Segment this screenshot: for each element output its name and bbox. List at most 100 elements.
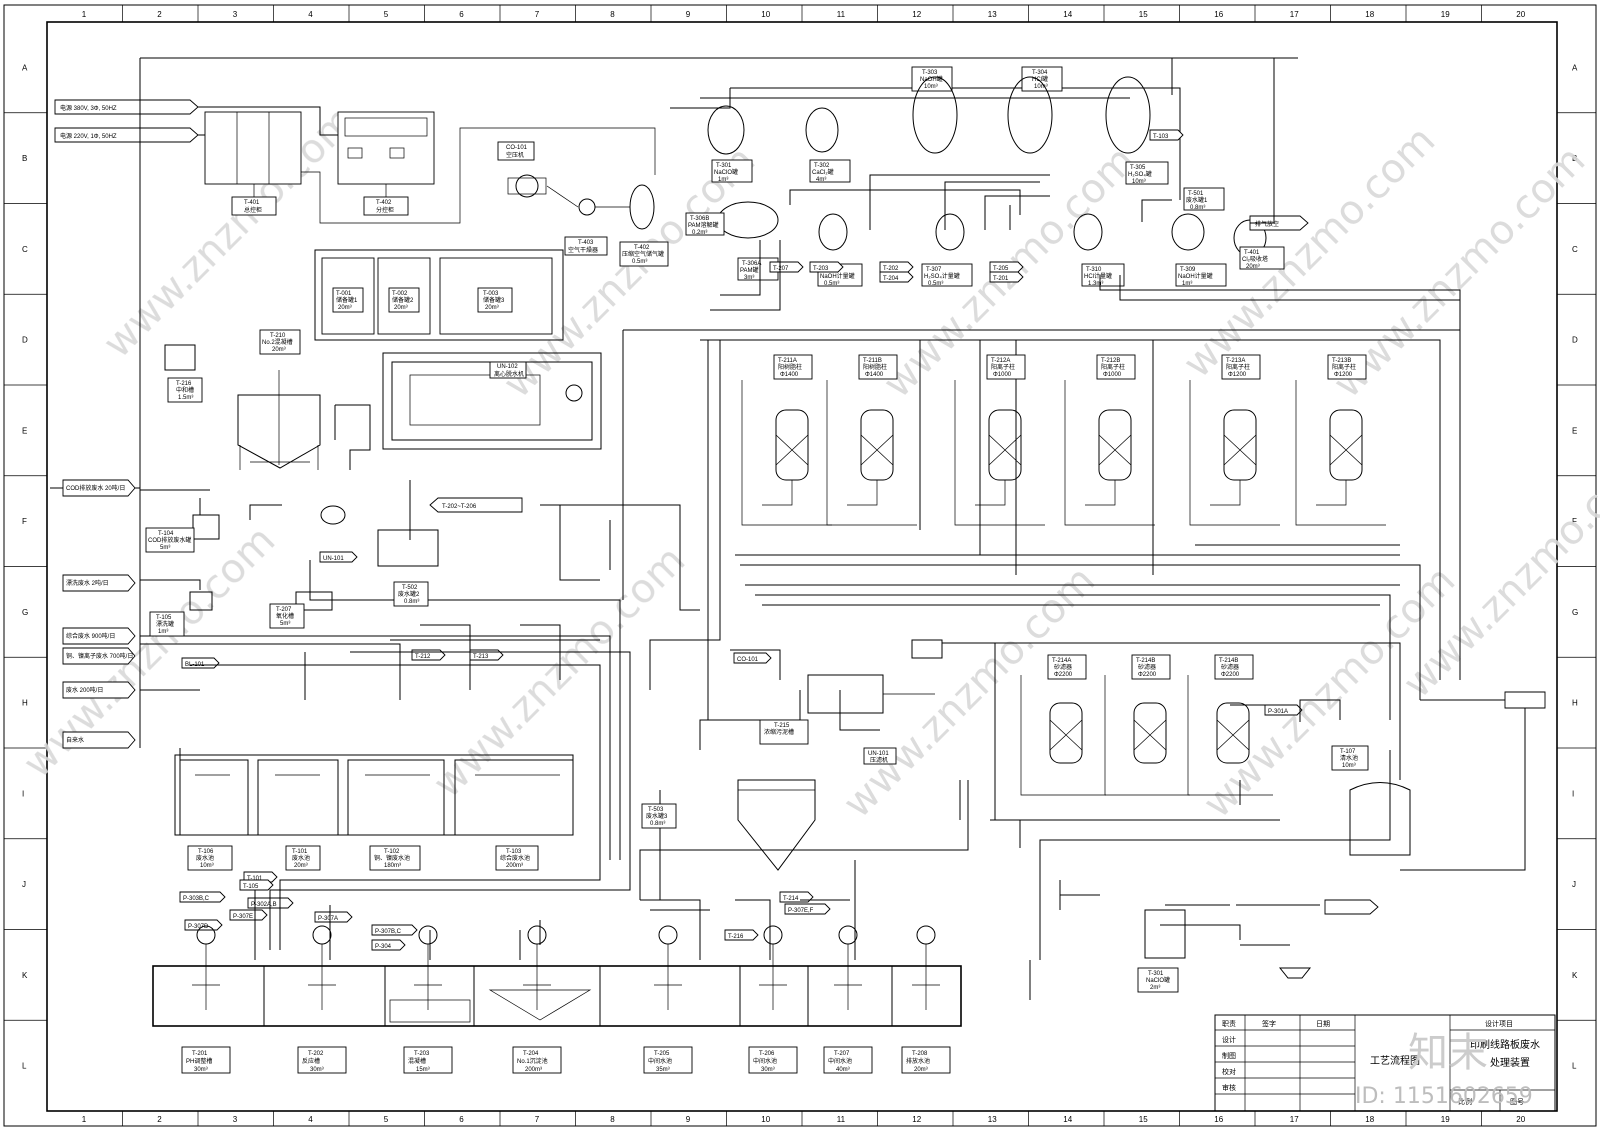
grid-col-label-top: 3 [233,10,238,19]
t210-id: T-210 [270,333,286,339]
t101-name: 废水池 [292,854,310,862]
t107-id: T-107 [1340,749,1356,755]
bottom-tank-vol: 200m³ [525,1067,542,1073]
pipe-tag: T-202 [883,266,899,272]
chem-tank-name: NaClO罐 [714,168,738,176]
ion-exchanger-name: 阳离子柱 [1101,363,1125,371]
grid-col-label-top: 12 [912,10,921,19]
grid-row-label-right: C [1572,245,1578,254]
pipe-tag: CO-101 [737,657,759,663]
bottom-tank-id: T-203 [414,1051,430,1057]
t402-name: 分控柜 [376,206,394,214]
grid-col-label-bottom: 10 [761,1115,770,1124]
t106-id: T-106 [198,849,214,855]
outer-border [3,4,1597,1127]
ion-exchanger-size: Φ1000 [993,372,1012,378]
sludge-area: UN-101 压滤机 T-215 浓缩污泥槽 T-503 废水罐3 0.8m³ [641,639,943,871]
grid-col-label-bottom: 2 [157,1115,162,1124]
tb-project-l1: 印刷线路板废水 [1470,1038,1540,1051]
t002-vol: 20m³ [394,305,408,311]
ion-exchanger-name: 阳离子柱 [1226,363,1250,371]
ion-exchanger-columns: T-211A阳树脂柱Φ1400T-211B阳树脂柱Φ1400T-212A阳离子柱… [741,354,1386,526]
t402b-id: T-402 [634,245,650,251]
chem-tank-vol: 3m³ [744,275,754,281]
sand-filter-name: 砂滤器 [1221,663,1239,671]
t216-id: T-216 [176,381,192,387]
bottom-tank-id: T-205 [654,1051,670,1057]
t101-id: T-101 [292,849,308,855]
t303-id: T-303 [922,70,938,76]
pipe-tag: T-201 [993,276,1009,282]
chem-tank-id: T-305 [1130,165,1146,171]
grid-col-label-top: 8 [610,10,615,19]
t001-id: T-001 [336,291,352,297]
t402b-vol: 0.5m³ [632,259,647,265]
chem-tank-name: CaCl₂罐 [812,168,834,176]
pipe-tag: T-203 [813,266,829,272]
t503-vol: 0.8m³ [650,821,665,827]
chem-tank-vol: 0.8m³ [1190,205,1205,211]
t502-vol: 0.8m³ [404,599,419,605]
tb-row-4: 校对 [1222,1067,1236,1076]
watermark-text: www.znzmo.com [425,537,695,807]
chem-tank-name: H₂SO₄计量罐 [924,272,960,280]
grid-col-label-bottom: 18 [1365,1115,1374,1124]
tb-row-1: 职责 [1222,1019,1236,1028]
ion-exchanger-size: Φ1400 [780,372,799,378]
bottom-tank-name: 中间水池 [648,1057,672,1065]
grid-col-label-top: 14 [1063,10,1072,19]
chem-tank-name: HCl计量罐 [1084,272,1112,280]
sand-filter-name: 砂滤器 [1054,663,1072,671]
chem-tank-vol: 1m³ [1182,281,1192,287]
chem-tank-vol: 0.5m³ [928,281,943,287]
grid-col-label-top: 19 [1441,10,1450,19]
grid-row-label-left: G [22,608,28,617]
pipe-tag: T-101 [247,876,263,882]
chem-tank-vol: 0.5m³ [824,281,839,287]
grid-col-label-top: 1 [82,10,87,19]
id-watermark: ID: 1151602659 [1355,1084,1533,1109]
pipe-tag: T-214 [783,896,799,902]
bottom-tank-id: T-207 [834,1051,850,1057]
chem-tank-vol: 4m³ [816,177,826,183]
bottom-tank-vol: 30m³ [761,1067,775,1073]
control-cabinets: T-401 总控柜 T-402 分控柜 [204,111,656,224]
title-block: 职责 设计 制图 校对 审核 签字 日期 工艺流程图 设计项目 印刷线路板废水 … [1214,1014,1556,1112]
chem-tank-name: PAM溶解罐 [688,221,719,229]
grid-col-label-top: 10 [761,10,770,19]
t107-vol: 10m³ [1342,763,1356,769]
power-inputs: 电源 380V, 3Φ, 50HZ 电源 220V, 1Φ, 50HZ [54,99,338,143]
grid-row-label-left: E [22,426,27,435]
grid-row-label-left: I [22,789,24,798]
t210-vol: 20m³ [272,347,286,353]
tb-drawing-no: 图号 [1510,1098,1524,1106]
bottom-tank-name: PH调整槽 [186,1057,212,1065]
tag-recycle: T-202~T-206 [442,504,477,510]
grid-col-label-top: 15 [1139,10,1148,19]
bottom-tank-vol: 40m³ [836,1067,850,1073]
t402-id: T-402 [376,200,392,206]
grid-col-label-bottom: 11 [837,1115,846,1124]
tb-row-3: 制图 [1222,1051,1236,1060]
bottom-tank-vol: 30m³ [194,1067,208,1073]
tb-scale: 比例 [1458,1097,1472,1106]
t304-name: HCl罐 [1032,75,1048,83]
grid-col-label-bottom: 4 [308,1115,313,1124]
ion-exchanger-id: T-212B [1101,358,1120,364]
t105-name: 漂洗罐 [156,620,174,628]
t503-name: 废水罐3 [646,812,668,820]
sand-filter-size: Φ2200 [1054,672,1073,678]
grid-row-label-right: F [1572,517,1577,526]
ion-exchanger-id: T-211B [863,358,882,364]
t003-id: T-003 [483,291,499,297]
chem-tank-vol: 20m³ [1246,264,1260,270]
pipe-tag: T-204 [883,276,899,282]
bottom-tank-id: T-206 [759,1051,775,1057]
t107-name: 清水池 [1340,754,1358,762]
inflow-cu-ni: 铜、镍离子废水 700吨/日 [66,652,133,660]
pipe-network [50,329,1540,1000]
ion-exchanger-size: Φ1200 [1228,372,1247,378]
ion-exchanger-id: T-213A [1226,358,1245,364]
chem-tank-id: T-306A [742,261,761,267]
